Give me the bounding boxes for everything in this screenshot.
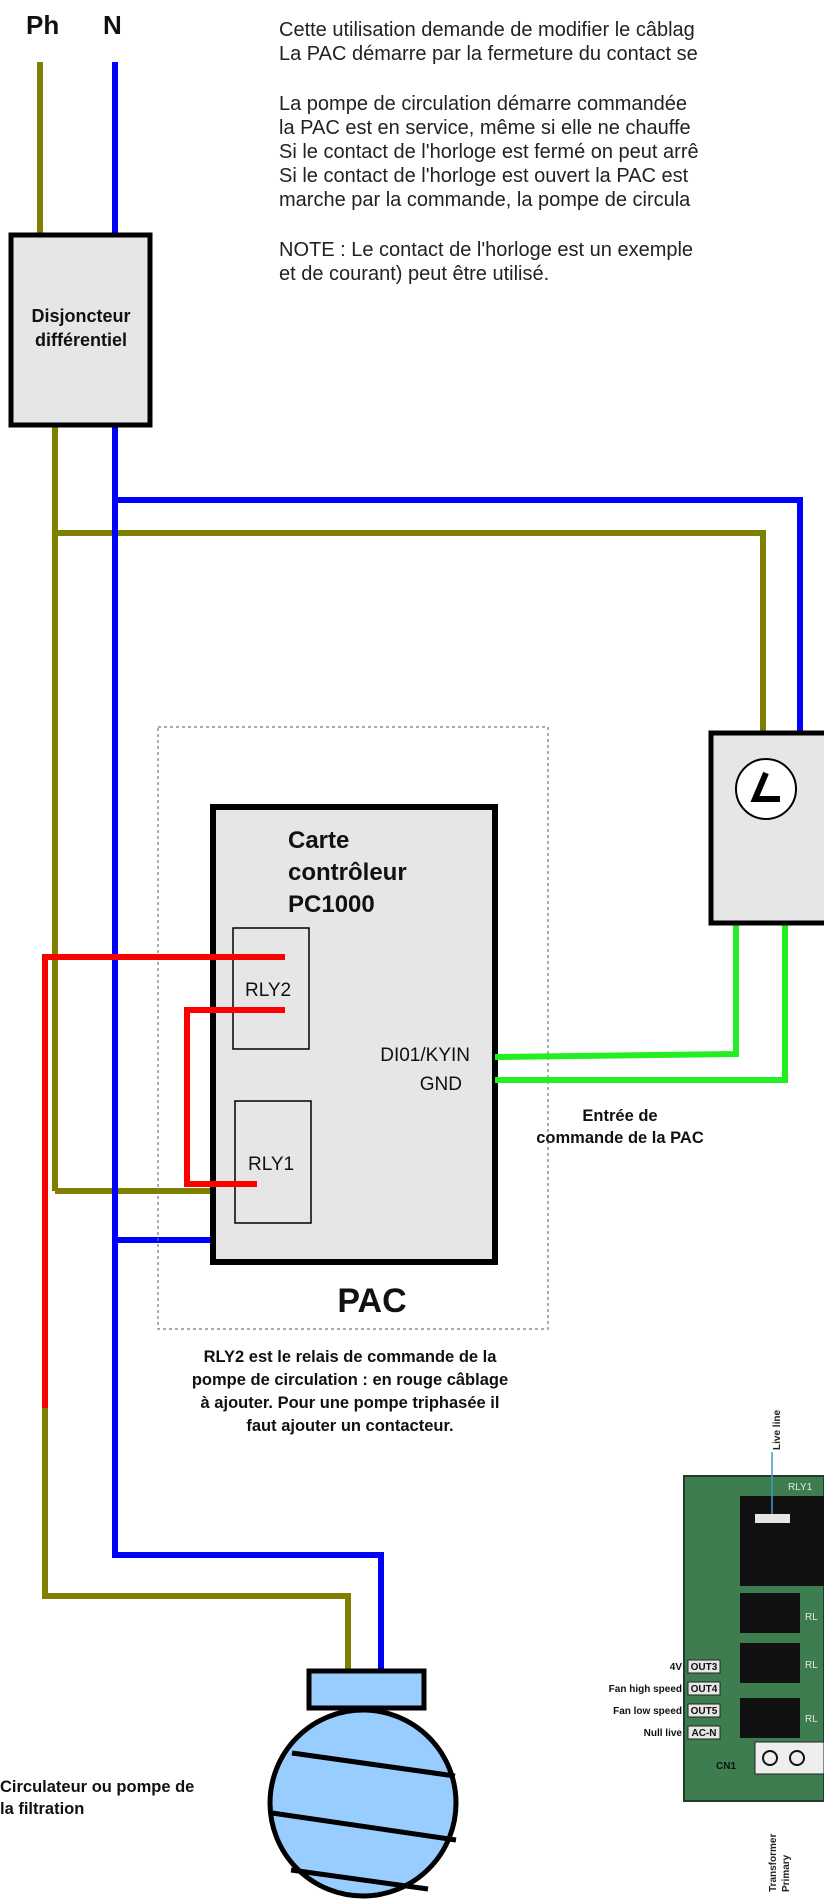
intro-line: et de courant) peut être utilisé.: [279, 263, 550, 285]
board-label-line1: Carte: [288, 827, 349, 854]
pac-label: PAC: [337, 1282, 406, 1320]
live-line-label: Live line: [772, 1410, 783, 1450]
out3-label: OUT3: [691, 1662, 718, 1673]
pump-head: [306, 1668, 427, 1711]
phase-label: Ph: [26, 10, 59, 40]
intro-line: NOTE : Le contact de l'horloge est un ex…: [279, 239, 694, 261]
pump-stripe-1: [291, 1750, 456, 1779]
acn-label: AC-N: [692, 1728, 717, 1739]
acn-tag: [687, 1725, 721, 1740]
intro-line: marche par la commande, la pompe de circ…: [279, 189, 691, 211]
red-wire-rly2-rly1: [184, 1007, 285, 1187]
circulator-pump: [267, 1668, 459, 1899]
acn-side-label: Null live: [644, 1728, 683, 1739]
gnd-label: GND: [420, 1074, 462, 1095]
pcb-photo: RLY1 Live line RL RL RL OUT3 4V OUT4 Fan…: [609, 1410, 824, 1892]
intro-line: Cette utilisation demande de modifier le…: [279, 19, 695, 41]
pcb-rly1-label: RLY1: [788, 1482, 813, 1493]
intro-paragraph-1: Cette utilisation demande de modifier le…: [279, 18, 824, 66]
cn1-label: CN1: [716, 1761, 736, 1772]
out3-side-label: 4V: [670, 1662, 683, 1673]
pcb-live-terminal: [755, 1514, 790, 1523]
intro-line: Si le contact de l'horloge est ouvert la…: [279, 165, 689, 187]
breaker-label-line2: différentiel: [35, 330, 127, 350]
added-wires: [42, 954, 285, 1408]
rly2-note: RLY2 est le relais de commande de la pom…: [150, 1346, 550, 1438]
out5-tag: [687, 1703, 721, 1718]
out4-side-label: Fan high speed: [609, 1684, 682, 1695]
pcb-rly-label-a: RL: [805, 1612, 818, 1623]
neutral-label: N: [103, 10, 122, 40]
pcb-rly-label-b: RL: [805, 1660, 818, 1671]
intro-line: la PAC est en service, même si elle ne c…: [279, 117, 691, 139]
out5-side-label: Fan low speed: [613, 1706, 682, 1717]
intro-text: Cette utilisation demande de modifier le…: [279, 18, 824, 312]
pcb-rly-label-c: RL: [805, 1714, 818, 1725]
intro-paragraph-3: NOTE : Le contact de l'horloge est un ex…: [279, 238, 824, 286]
pcb-relay-2: [740, 1593, 800, 1633]
rly2-note-line: pompe de circulation : en rouge câblage: [191, 1371, 509, 1389]
pcb-relay-3: [740, 1643, 800, 1683]
controller-board: [210, 804, 498, 1265]
red-wire-rly2-phase: [42, 954, 285, 1408]
pcb-relay-4: [740, 1698, 800, 1738]
command-input-line1: Entrée de: [582, 1107, 658, 1125]
command-input-label: Entrée de commande de la PAC: [505, 1105, 735, 1149]
out5-label: OUT5: [691, 1706, 718, 1717]
cn1-pin-1: [762, 1750, 778, 1766]
circulator-label-line1: Circulateur ou pompe de: [0, 1778, 195, 1796]
circulator-label-line2: la filtration: [0, 1800, 85, 1818]
intro-line: Si le contact de l'horloge est fermé on …: [279, 141, 699, 163]
intro-line: La PAC démarre par la fermeture du conta…: [279, 43, 698, 65]
pump-stripe-2: [271, 1810, 457, 1843]
circulator-label: Circulateur ou pompe de la filtration: [0, 1776, 260, 1820]
board-label-line3: PC1000: [288, 891, 375, 918]
di01-label: DI01/KYIN: [380, 1045, 470, 1066]
timer-clock: [708, 730, 824, 926]
rly2-label: RLY2: [245, 980, 291, 1001]
pump-stripe-3: [290, 1867, 429, 1892]
intro-paragraph-2: La pompe de circulation démarre commandé…: [279, 92, 824, 212]
command-input-line2: commande de la PAC: [536, 1129, 704, 1147]
timer-box: [708, 730, 824, 926]
transformer-label-line2: Primary: [781, 1854, 792, 1892]
out4-tag: [687, 1681, 721, 1696]
phase-wire-clock: [55, 530, 766, 733]
pump-body: [267, 1707, 459, 1899]
neutral-wire-clock: [115, 497, 803, 733]
rly2-box: [232, 927, 310, 1050]
transformer-label-line1: Transformer: [768, 1834, 779, 1892]
rly2-note-line: RLY2 est le relais de commande de la: [203, 1348, 497, 1366]
rly2-note-line: à ajouter. Pour une pompe triphasée il: [200, 1394, 500, 1412]
pcb-relay-1: [740, 1496, 824, 1586]
neutral-wire-main: [112, 425, 384, 1671]
clock-hands-icon: [750, 771, 780, 802]
phase-wire-pump: [42, 1408, 351, 1671]
breaker: Disjoncteur différentiel: [8, 232, 153, 428]
rly2-note-line: faut ajouter un contacteur.: [246, 1417, 454, 1435]
pac-frame: [157, 726, 549, 1330]
out4-label: OUT4: [691, 1684, 718, 1695]
rly1-label: RLY1: [248, 1154, 294, 1175]
cn1-pin-2: [789, 1750, 805, 1766]
intro-line: La pompe de circulation démarre commandé…: [279, 93, 687, 115]
out3-tag: [687, 1659, 721, 1674]
clock-icon: [735, 758, 797, 820]
rly1-box: [234, 1100, 312, 1224]
breaker-label-line1: Disjoncteur: [31, 306, 130, 326]
green-wire-gnd: [495, 891, 788, 1083]
breaker-box: [8, 232, 153, 428]
board-label-line2: contrôleur: [288, 859, 407, 886]
